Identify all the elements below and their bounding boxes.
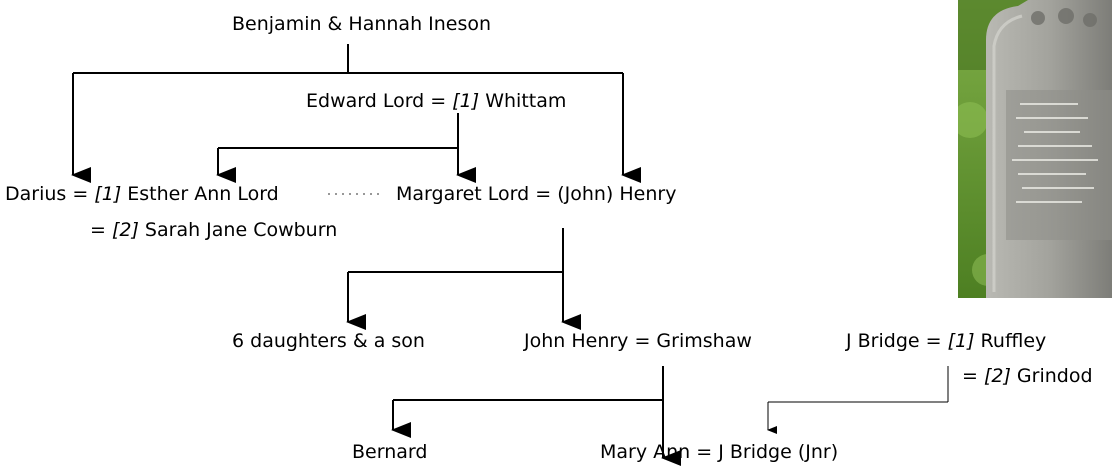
- jbridge-eq: =: [919, 330, 948, 352]
- darius-name: Darius: [5, 183, 67, 205]
- node-root-couple: Benjamin & Hannah Ineson: [232, 12, 491, 36]
- darius-eq: =: [66, 183, 95, 205]
- node-darius: Darius = [1] Esther Ann Lord: [5, 182, 279, 206]
- jbridge-marriage-mark: [1]: [947, 330, 975, 352]
- daughters-label: 6 daughters & a son: [232, 330, 425, 352]
- edward-marriage-mark: [1]: [452, 90, 480, 112]
- darius-marriage-mark: [1]: [94, 183, 122, 205]
- darius-second-spouse: Sarah Jane Cowburn: [138, 219, 338, 241]
- jbridge-second-spouse: Grindod: [1010, 365, 1093, 387]
- bernard-label: Bernard: [352, 441, 428, 463]
- edward-name: Edward Lord: [306, 90, 425, 112]
- root-label: Benjamin & Hannah Ineson: [232, 13, 492, 35]
- mary-ann-label: Mary Ann = J Bridge (Jnr): [600, 441, 839, 463]
- jbridge-second-eq: =: [962, 365, 984, 387]
- tree-connectors: [71, 44, 949, 466]
- edward-spouse: Whittam: [479, 90, 567, 112]
- jbridge-name: J Bridge: [846, 330, 920, 352]
- darius-second-mark: [2]: [111, 219, 139, 241]
- node-edward-lord: Edward Lord = [1] Whittam: [306, 89, 566, 113]
- darius-spouse: Esther Ann Lord: [121, 183, 279, 205]
- jbridge-second-mark: [2]: [983, 365, 1011, 387]
- node-bernard: Bernard: [352, 440, 427, 464]
- node-margaret-lord: Margaret Lord = (John) Henry: [396, 182, 676, 206]
- edward-eq: =: [424, 90, 453, 112]
- john-henry-label: John Henry = Grimshaw: [524, 330, 752, 352]
- node-j-bridge-second-marriage: = [2] Grindod: [962, 364, 1093, 388]
- jbridge-spouse: Ruffley: [974, 330, 1047, 352]
- gravestone-photo: [958, 0, 1112, 298]
- node-mary-ann: Mary Ann = J Bridge (Jnr): [600, 440, 838, 464]
- node-j-bridge: J Bridge = [1] Ruffley: [846, 329, 1046, 353]
- darius-second-eq: =: [90, 219, 112, 241]
- margaret-label: Margaret Lord = (John) Henry: [396, 183, 677, 205]
- node-darius-second-marriage: = [2] Sarah Jane Cowburn: [90, 218, 337, 242]
- node-john-henry: John Henry = Grimshaw: [524, 329, 752, 353]
- node-daughters: 6 daughters & a son: [232, 329, 425, 353]
